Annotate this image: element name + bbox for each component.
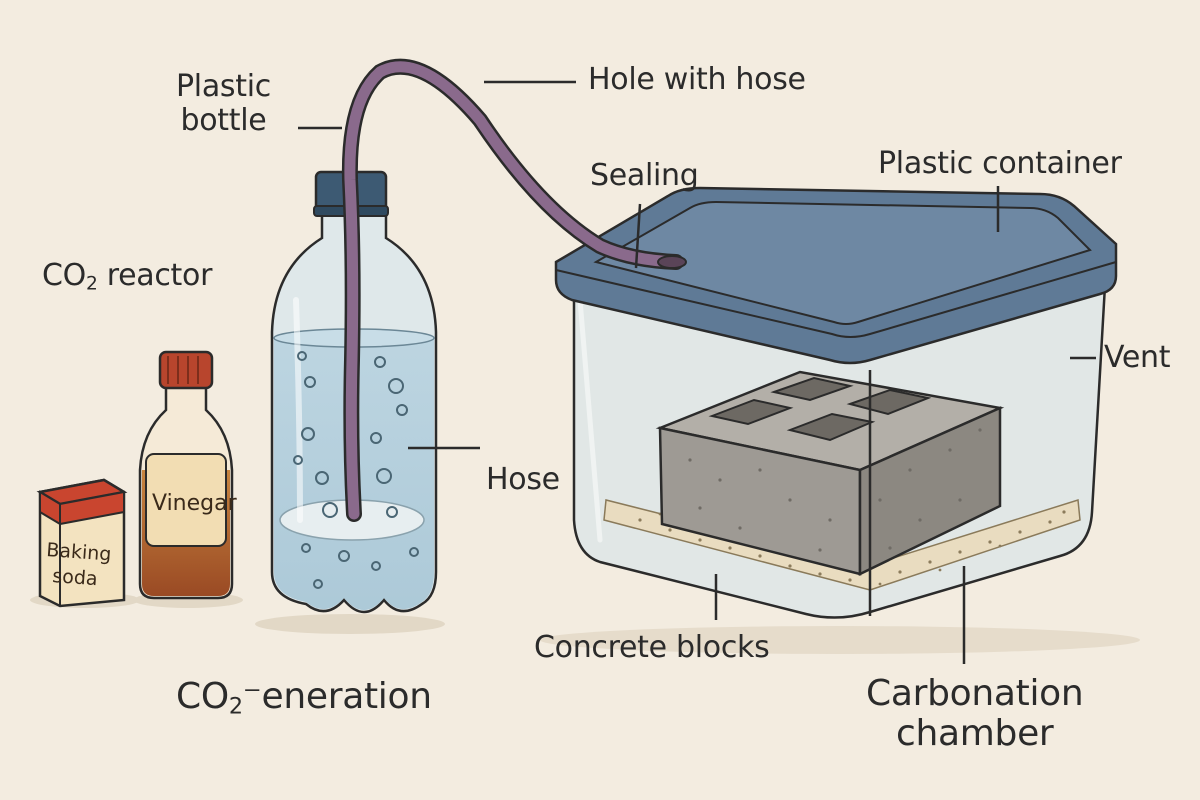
hose-fill [344, 61, 682, 520]
bubbles [293, 351, 419, 589]
label-plastic-bottle: Plastic bottle [176, 69, 271, 138]
concrete-block [655, 370, 1005, 576]
label-hole-with-hose: Hole with hose [588, 62, 806, 97]
label-sealing: Sealing [590, 158, 699, 193]
vinegar-label-text: Vinegar [152, 491, 238, 516]
co2-generation-sub: 2 [228, 693, 243, 720]
shadow-container [540, 626, 1140, 654]
hose-end [657, 255, 687, 269]
container-lid [554, 186, 1118, 365]
concrete-specks [688, 428, 982, 552]
co2-generation-prefix: CO [176, 676, 229, 717]
sand-specks [638, 510, 1066, 586]
label-vent: Vent [1104, 340, 1171, 375]
label-hose: Hose [486, 462, 560, 497]
baking-soda-box: Baking soda [36, 478, 128, 608]
baking-soda-text-line1: Baking [46, 539, 112, 565]
label-carbonation-chamber: Carbonation chamber [866, 673, 1084, 755]
baking-soda-text-line2: soda [52, 565, 99, 590]
leader-lines [298, 80, 1096, 664]
label-co2-generation: CO2⁻eneration [176, 676, 432, 720]
label-co2-reactor: CO2 reactor [42, 258, 212, 295]
co2-reactor-sub: 2 [85, 273, 98, 295]
co2-reactor-suffix: reactor [97, 258, 213, 293]
shadow-bottle [255, 614, 445, 634]
container-highlight [577, 297, 603, 543]
label-concrete-blocks: Concrete blocks [534, 630, 770, 665]
vinegar-bottle: Vinegar [138, 350, 238, 600]
label-plastic-container: Plastic container [878, 146, 1122, 181]
co2-reactor-prefix: CO [42, 258, 86, 293]
co2-generation-suffix: ⁻eneration [242, 676, 432, 717]
